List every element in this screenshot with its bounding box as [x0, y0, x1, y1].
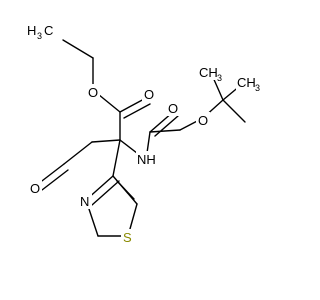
bond	[222, 99, 246, 123]
atom-ch: CH	[199, 65, 218, 80]
bond	[149, 129, 181, 133]
atom-nh: NH	[137, 152, 156, 167]
atom-o: O	[168, 101, 178, 116]
bond	[116, 180, 135, 200]
atom-subscript: 3	[37, 31, 42, 41]
ester-carbonyl-o-label: O	[142, 86, 156, 102]
atom-o: O	[88, 85, 98, 100]
bond	[123, 103, 151, 119]
nh-label: NH	[136, 151, 158, 167]
atom-o: O	[198, 113, 208, 128]
atom-subscript: 3	[255, 83, 260, 93]
bond	[41, 169, 69, 191]
bond	[154, 115, 179, 137]
bond	[62, 39, 94, 59]
molecule-structure: H 3 C O O O O CH 3 CH 3 NH O N	[26, 22, 266, 245]
atom-o: O	[30, 181, 40, 196]
atom-h: H	[27, 23, 36, 38]
bond	[112, 139, 121, 177]
carbamate-o-label: O	[196, 112, 210, 128]
methyl-left-label: H 3 C	[26, 22, 64, 41]
bond	[91, 180, 120, 206]
atom-subscript: 3	[217, 73, 222, 83]
bond	[63, 141, 93, 165]
atom-o: O	[144, 87, 154, 102]
ester-o-label: O	[86, 84, 100, 100]
aldehyde-o-label: O	[28, 180, 42, 196]
atom-c: C	[44, 23, 53, 38]
bond	[91, 139, 121, 143]
methyl-right-label: CH 3	[236, 74, 266, 93]
ring-n-label: N	[78, 193, 92, 209]
methyl-top-label: CH 3	[198, 64, 226, 83]
ring-s-label: S	[121, 229, 135, 245]
atom-s: S	[123, 230, 132, 245]
bond	[119, 97, 147, 113]
atom-n: N	[80, 194, 89, 209]
bond	[37, 163, 65, 185]
atom-ch: CH	[237, 75, 256, 90]
carbamate-carbonyl-o-label: O	[166, 100, 180, 116]
